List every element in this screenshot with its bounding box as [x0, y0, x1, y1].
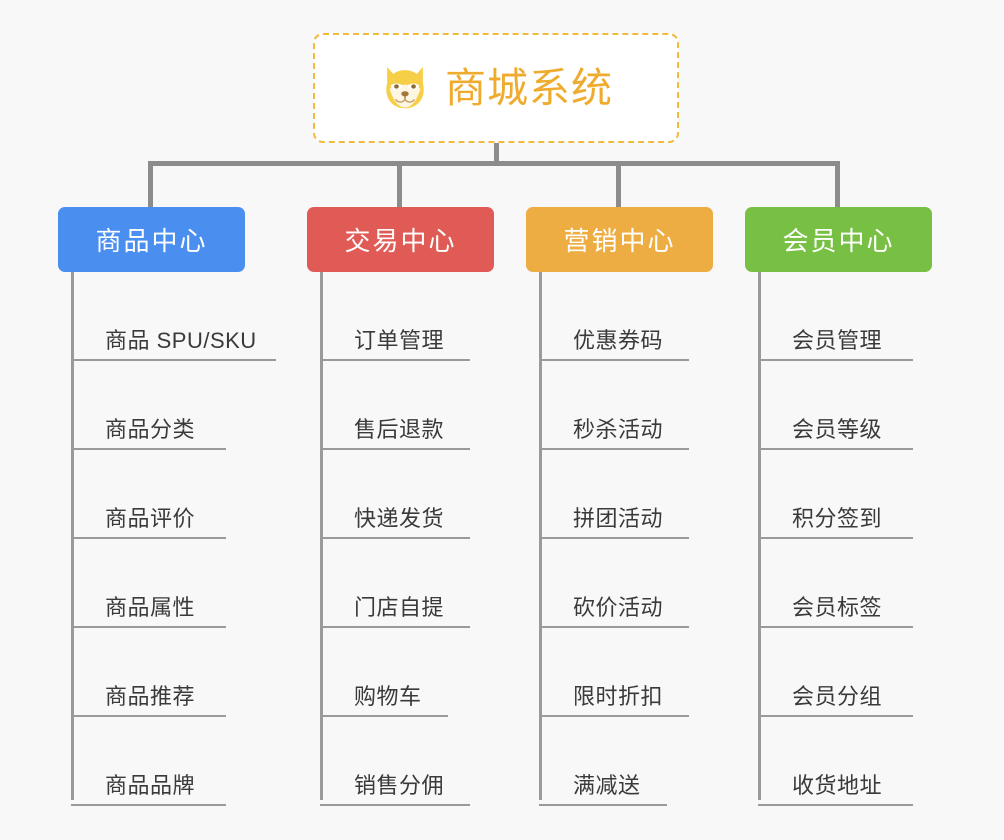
leaf-label: 砍价活动	[573, 595, 664, 620]
connector-root-stem	[494, 143, 499, 165]
category-title-2: 交易中心	[344, 226, 457, 256]
leaf-label: 商品评价	[105, 506, 196, 531]
leaf-label: 会员管理	[792, 328, 883, 353]
leaf-rule	[539, 537, 689, 539]
connector-drop-3	[616, 161, 621, 208]
leaf-label: 商品 SPU/SKU	[105, 328, 257, 353]
leaf-rule	[539, 715, 689, 717]
leaf-rule	[758, 359, 913, 361]
leaf-label: 限时折扣	[573, 684, 664, 709]
leaf-label: 拼团活动	[573, 506, 664, 531]
leaf-label: 满减送	[573, 773, 641, 798]
leaf-spine-1	[71, 272, 74, 800]
leaf-rule	[758, 715, 913, 717]
leaf-label: 售后退款	[354, 417, 445, 442]
leaf-spine-2	[320, 272, 323, 800]
leaf-label: 收货地址	[792, 773, 883, 798]
leaf-rule	[71, 359, 276, 361]
leaf-rule	[758, 626, 913, 628]
connector-horizontal-bus	[148, 161, 840, 166]
leaf-label: 会员等级	[792, 417, 883, 442]
leaf-rule	[71, 626, 226, 628]
leaf-rule	[320, 359, 470, 361]
leaf-label: 销售分佣	[354, 773, 445, 798]
leaf-rule	[539, 359, 689, 361]
leaf-label: 购物车	[354, 684, 422, 709]
leaf-label: 门店自提	[354, 595, 445, 620]
root-node-mall-system[interactable]: 商城系统	[313, 33, 679, 143]
leaf-label: 商品推荐	[105, 684, 196, 709]
leaf-spine-3	[539, 272, 542, 800]
leaf-rule	[71, 537, 226, 539]
category-box-4[interactable]: 会员中心	[745, 207, 932, 272]
category-box-1[interactable]: 商品中心	[58, 207, 245, 272]
leaf-label: 商品品牌	[105, 773, 196, 798]
leaf-rule	[320, 804, 470, 806]
connector-drop-4	[835, 161, 840, 208]
leaf-rule	[320, 715, 448, 717]
category-box-3[interactable]: 营销中心	[526, 207, 713, 272]
connector-drop-1	[148, 161, 153, 208]
leaf-label: 秒杀活动	[573, 417, 664, 442]
leaf-spine-4	[758, 272, 761, 800]
leaf-label: 快递发货	[354, 506, 445, 531]
category-title-3: 营销中心	[563, 226, 676, 256]
leaf-rule	[320, 626, 470, 628]
leaf-rule	[320, 537, 470, 539]
leaf-rule	[758, 448, 913, 450]
leaf-rule	[539, 626, 689, 628]
leaf-rule	[71, 804, 226, 806]
leaf-label: 会员标签	[792, 595, 883, 620]
leaf-label: 优惠券码	[573, 328, 664, 353]
connector-drop-2	[397, 161, 402, 208]
category-title-1: 商品中心	[95, 226, 208, 256]
leaf-rule	[320, 448, 470, 450]
leaf-rule	[539, 448, 689, 450]
leaf-label: 商品属性	[105, 595, 196, 620]
leaf-rule	[71, 715, 226, 717]
root-node-title: 商城系统	[445, 64, 613, 111]
category-title-4: 会员中心	[782, 226, 895, 256]
category-box-2[interactable]: 交易中心	[307, 207, 494, 272]
leaf-rule	[71, 448, 226, 450]
leaf-rule	[758, 537, 913, 539]
shiba-dog-face-icon	[386, 66, 424, 109]
leaf-label: 商品分类	[105, 417, 196, 442]
leaf-label: 会员分组	[792, 684, 883, 709]
leaf-rule	[758, 804, 913, 806]
leaf-rule	[539, 804, 667, 806]
leaf-label: 积分签到	[792, 506, 883, 531]
leaf-label: 订单管理	[354, 328, 445, 353]
